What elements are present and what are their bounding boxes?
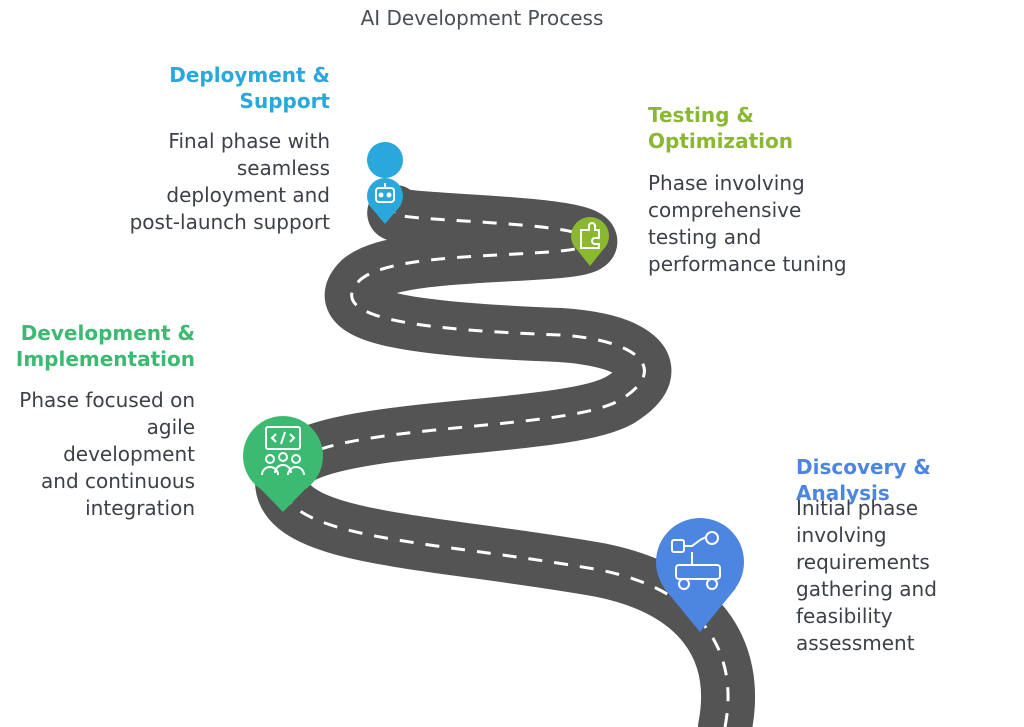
puzzle-icon [580, 222, 600, 249]
deployment-marker [367, 142, 404, 224]
robot-icon [375, 183, 395, 203]
deployment-heading: Deployment & Support [169, 63, 330, 113]
testing-heading: Testing & Optimization [648, 103, 793, 153]
deployment-description: Final phase with seamless deployment and… [129, 129, 330, 234]
road-center-line [280, 210, 730, 727]
development-description: Phase focused on agile development and c… [19, 388, 195, 520]
testing-marker [571, 217, 609, 266]
discovery-heading: Discovery & Analysis [796, 455, 931, 505]
discovery-description: Initial phase involving requirements gat… [796, 496, 937, 655]
road-surface [255, 185, 756, 727]
testing-description: Phase involving comprehensive testing an… [648, 171, 847, 276]
development-heading: Development & Implementation [15, 321, 195, 371]
diagram-title: AI Development Process [360, 6, 604, 30]
team-code-icon [261, 426, 305, 476]
development-marker [243, 416, 323, 512]
robot-arm-icon [671, 531, 721, 590]
discovery-marker [656, 518, 744, 632]
